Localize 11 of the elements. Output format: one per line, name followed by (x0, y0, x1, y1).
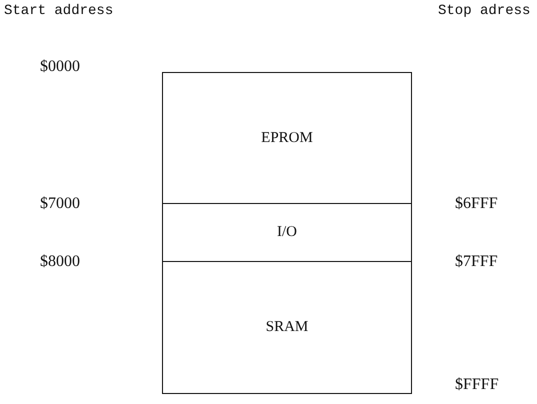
address-label: $7FFF (455, 253, 498, 271)
address-label: $6FFF (455, 195, 498, 213)
address-label: $8000 (40, 253, 80, 271)
address-label: $7000 (40, 195, 80, 213)
column-heading: Start address (4, 2, 114, 20)
column-heading: Stop adress (438, 2, 530, 20)
address-label: $0000 (40, 58, 80, 76)
memory-block: I/O (162, 203, 412, 262)
memory-block: EPROM (162, 72, 412, 204)
address-label: $FFFF (455, 376, 499, 394)
memory-block: SRAM (162, 261, 412, 394)
